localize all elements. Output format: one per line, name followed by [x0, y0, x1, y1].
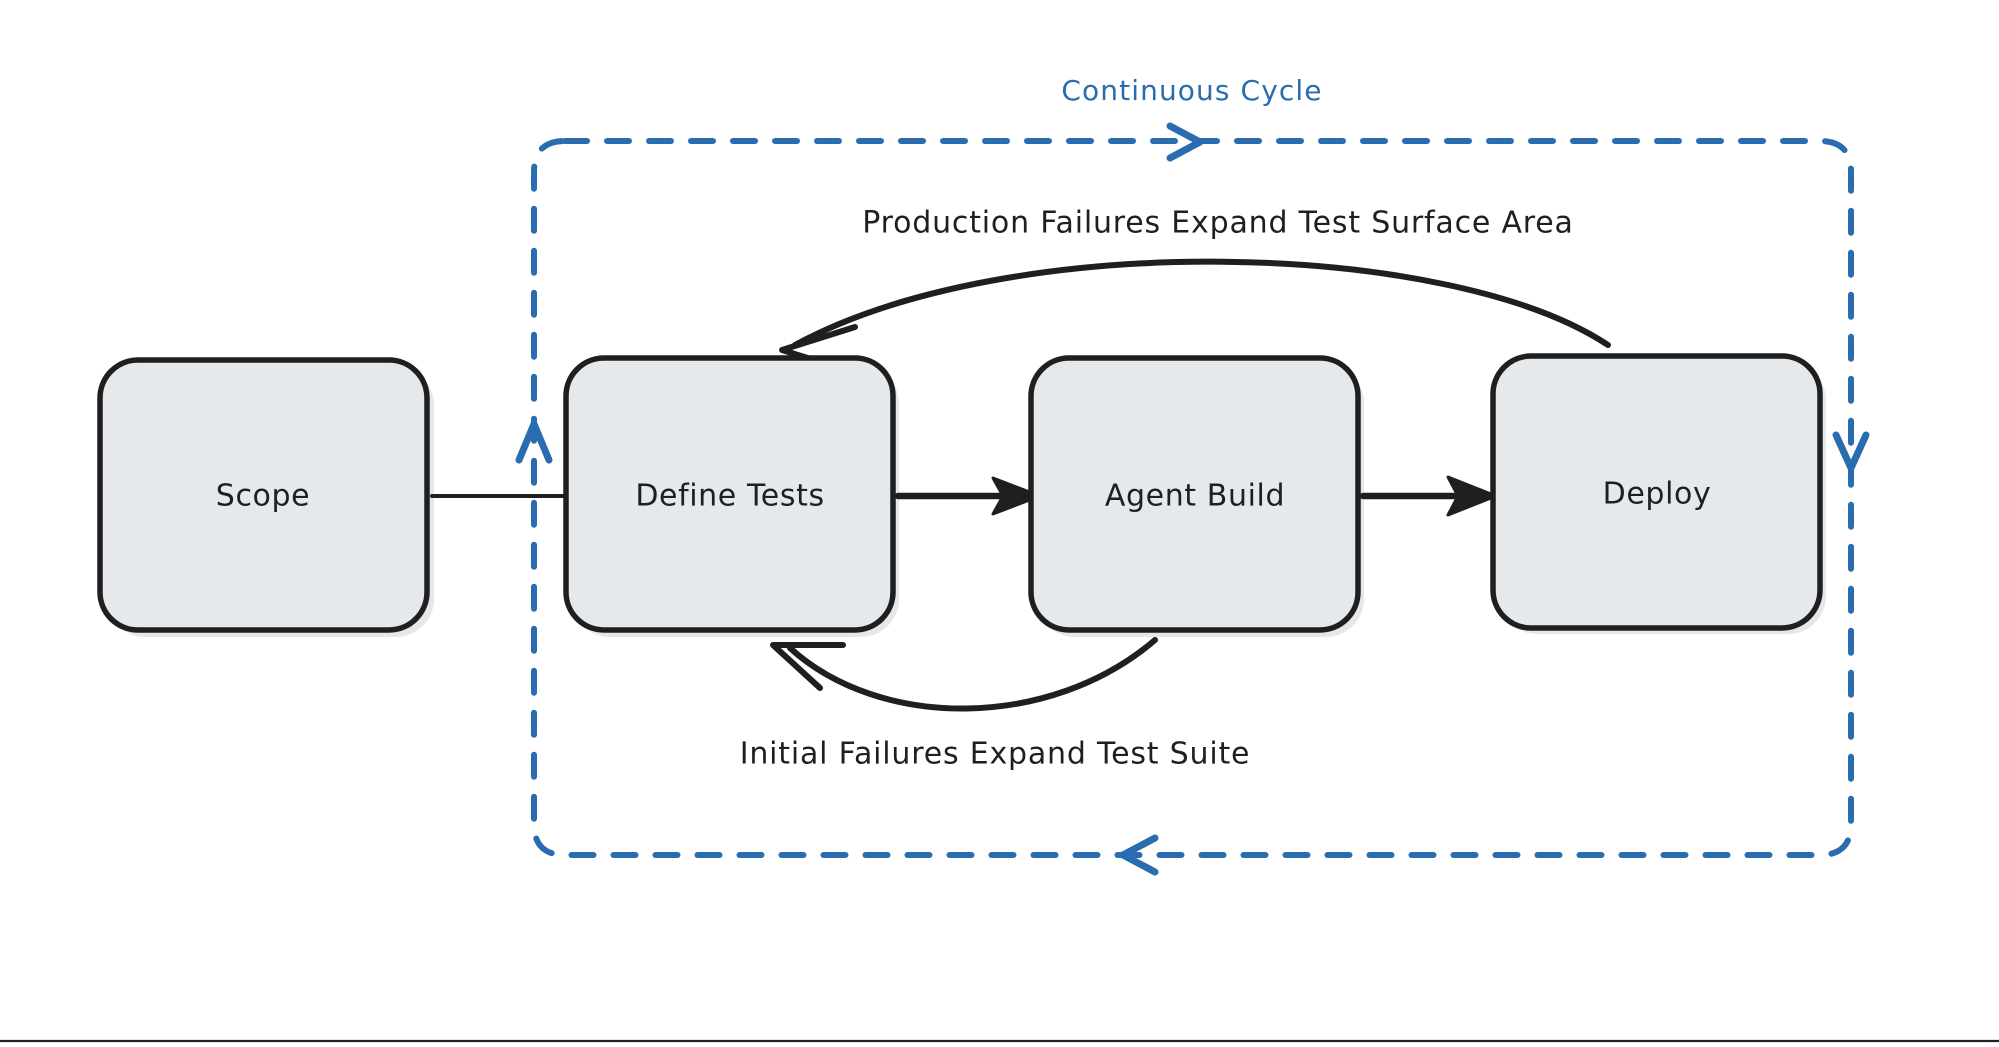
edge-define-tests-to-agent-build — [894, 476, 1042, 516]
edge-label-bottom-feedback: Initial Failures Expand Test Suite — [740, 737, 1251, 772]
cluster-bottom-arrow-icon — [1119, 834, 1159, 876]
continuous-cycle-cluster: Continuous Cycle — [515, 74, 1870, 876]
agent-build-label: Agent Build — [1105, 479, 1285, 514]
node-agent-build[interactable]: Agent Build — [1028, 355, 1361, 633]
edge-agent-build-to-deploy — [1359, 475, 1498, 517]
cluster-top-arrow-icon — [1166, 122, 1204, 162]
scope-label: Scope — [216, 479, 310, 514]
edge-deploy-to-define-curve — [792, 258, 1611, 348]
define-tests-label: Define Tests — [635, 479, 824, 514]
edge-build-to-define-curve — [787, 637, 1158, 712]
node-deploy[interactable]: Deploy — [1490, 353, 1823, 631]
edge-build-to-deploy-arrow-icon — [1446, 475, 1498, 517]
node-define-tests[interactable]: Define Tests — [563, 355, 896, 633]
agent-build-box[interactable] — [1028, 355, 1361, 633]
cluster-right-arrow-icon — [1832, 431, 1870, 472]
deploy-label: Deploy — [1603, 477, 1712, 512]
deploy-box[interactable] — [1490, 353, 1823, 631]
node-scope[interactable]: Scope — [97, 357, 430, 633]
cluster-title: Continuous Cycle — [1061, 74, 1322, 107]
edge-build-to-define-arrow-icon — [770, 642, 846, 691]
define-tests-box[interactable] — [563, 355, 896, 633]
scope-box[interactable] — [97, 357, 430, 633]
edge-agent-build-to-define-tests: Initial Failures Expand Test Suite — [740, 637, 1251, 772]
edge-label-top-feedback: Production Failures Expand Test Surface … — [862, 206, 1573, 241]
cluster-left-arrow-icon — [515, 420, 553, 464]
edge-deploy-to-define-tests: Production Failures Expand Test Surface … — [779, 206, 1611, 374]
edge-define-to-build-arrow-icon — [991, 476, 1042, 516]
